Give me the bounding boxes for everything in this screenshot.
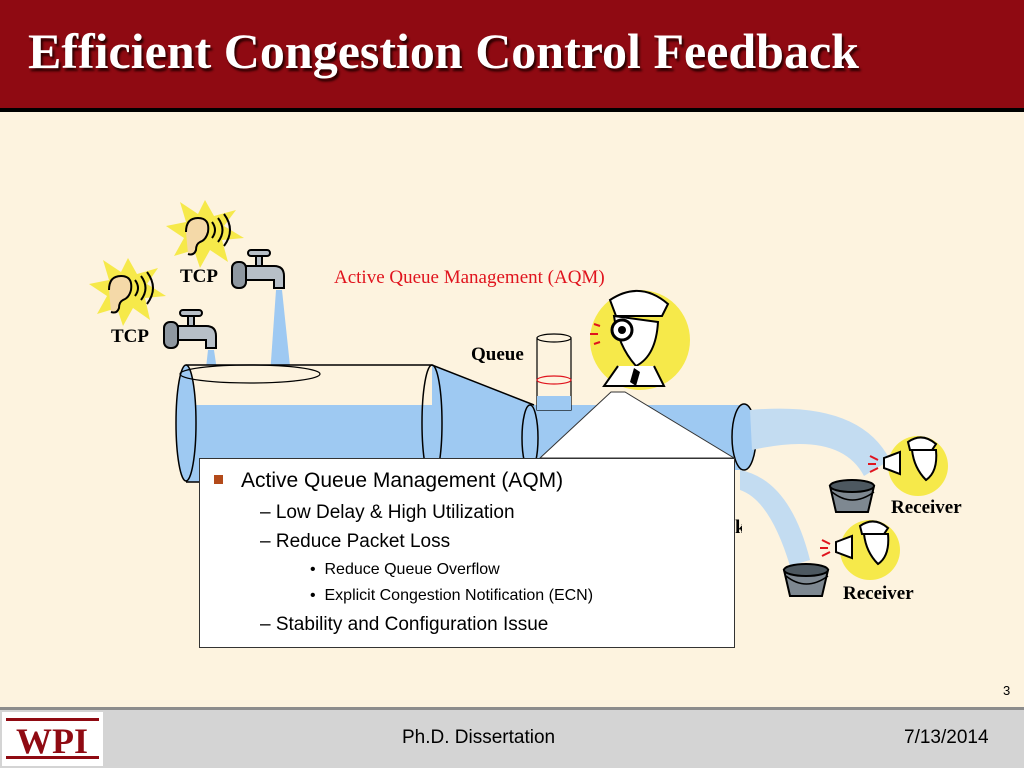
ear-icon xyxy=(89,258,166,326)
queue-label: Queue xyxy=(471,344,524,365)
aqm-callout: Active Queue Management (AQM) – Low Dela… xyxy=(199,458,735,648)
bullet-aqm: Active Queue Management (AQM) xyxy=(214,469,563,493)
receiver-label: Receiver xyxy=(891,497,962,518)
wpi-logo-text: WPI xyxy=(16,721,88,761)
queue-icon xyxy=(536,333,572,411)
bullet-text: Active Queue Management (AQM) xyxy=(241,469,564,492)
sub-sub-bullet-text: Explicit Congestion Notification (ECN) xyxy=(324,587,594,604)
megaphone-person-icon xyxy=(868,436,948,496)
aqm-label: Active Queue Management (AQM) xyxy=(334,267,605,288)
pipe-diagram xyxy=(89,200,948,597)
dash-marker: – xyxy=(260,614,271,635)
ear-icon xyxy=(166,200,244,268)
footer-divider xyxy=(0,707,1024,710)
bucket-icon xyxy=(828,479,876,513)
page-number: 3 xyxy=(1003,683,1011,698)
wpi-logo: WPI xyxy=(2,712,103,766)
sub-bullet-text: Stability and Configuration Issue xyxy=(275,614,549,635)
dot-marker: • xyxy=(310,587,316,604)
megaphone-person-icon xyxy=(820,520,900,580)
sub-bullet: – Reduce Packet Loss xyxy=(260,531,450,553)
sub-sub-bullet: • Explicit Congestion Notification (ECN) xyxy=(310,587,593,605)
faucet-icon xyxy=(163,309,217,349)
dash-marker: – xyxy=(260,502,271,523)
detective-icon xyxy=(590,289,690,390)
title-bar: Efficient Congestion Control Feedback xyxy=(0,0,1024,112)
sub-bullet-text: Reduce Packet Loss xyxy=(275,531,451,552)
hidden-label-fragment: k xyxy=(735,517,742,538)
sub-bullet: – Low Delay & High Utilization xyxy=(260,502,515,524)
dash-marker: – xyxy=(260,531,271,552)
tcp-label: TCP xyxy=(180,266,218,287)
footer-bar xyxy=(0,710,1024,768)
bucket-icon xyxy=(782,563,830,597)
sub-sub-bullet: • Reduce Queue Overflow xyxy=(310,561,500,579)
receiver-label: Receiver xyxy=(843,583,914,604)
sub-sub-bullet-text: Reduce Queue Overflow xyxy=(324,561,500,578)
square-bullet-icon xyxy=(214,475,223,484)
dot-marker: • xyxy=(310,561,316,578)
slide-title: Efficient Congestion Control Feedback xyxy=(28,23,859,79)
footer-center-text: Ph.D. Dissertation xyxy=(402,727,556,748)
sub-bullet: – Stability and Configuration Issue xyxy=(260,614,548,636)
footer-date: 7/13/2014 xyxy=(904,727,989,748)
tcp-label: TCP xyxy=(111,326,149,347)
faucet-icon xyxy=(231,249,285,289)
sub-bullet-text: Low Delay & High Utilization xyxy=(275,502,515,523)
